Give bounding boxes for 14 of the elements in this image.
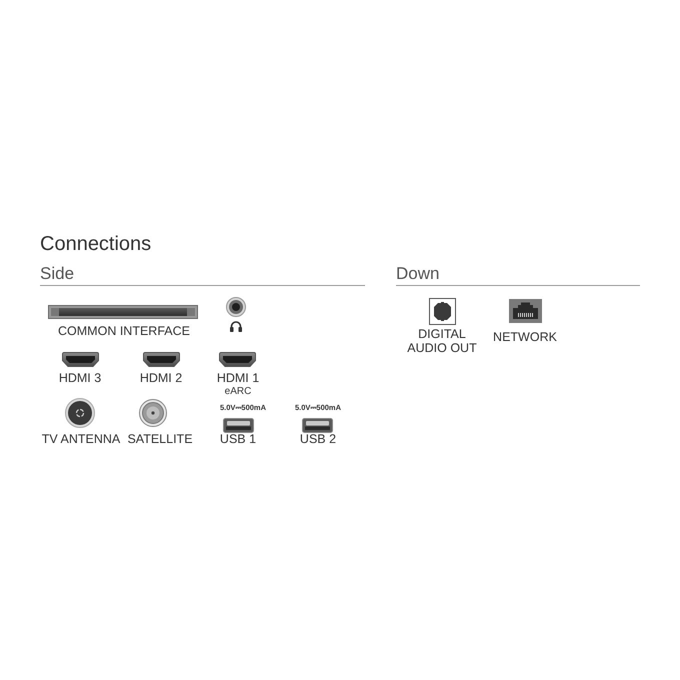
- port-label: HDMI 1: [216, 371, 260, 386]
- port-label: COMMON INTERFACE: [58, 324, 190, 338]
- port-label: USB 1: [220, 432, 256, 446]
- port-label: SATELLITE: [127, 432, 193, 446]
- section-heading: Down: [396, 264, 440, 284]
- port-label: USB 2: [300, 432, 336, 446]
- port-sublabel: eARC: [224, 386, 252, 398]
- port-label: DIGITAL AUDIO OUT: [406, 327, 478, 355]
- section-heading: Side: [40, 264, 74, 284]
- port-label: NETWORK: [493, 330, 557, 344]
- port-label: HDMI 3: [58, 371, 102, 386]
- port-label: TV ANTENNA: [42, 432, 120, 446]
- port-label: HDMI 2: [140, 371, 182, 386]
- diagram-title: Connections: [40, 233, 152, 256]
